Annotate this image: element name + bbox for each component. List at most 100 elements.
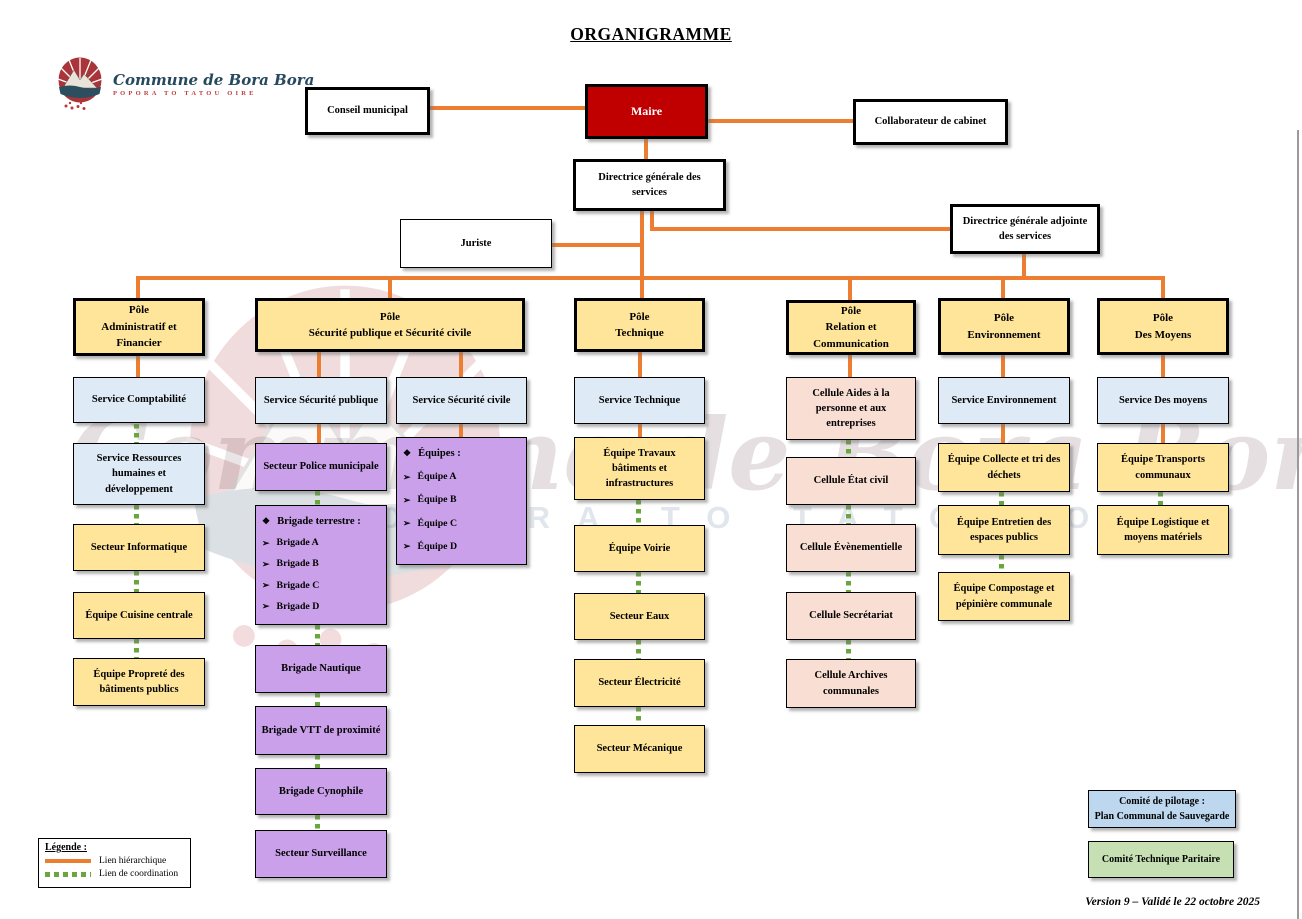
commune-logo: Commune de Bora Bora POPORA TO TATOU OIR… xyxy=(55,57,314,111)
diamond-bullet-icon: ❖ xyxy=(262,516,271,527)
hierarchy-line xyxy=(136,276,1164,280)
hierarchy-line xyxy=(388,276,392,298)
coordination-line xyxy=(315,755,320,768)
coordination-line xyxy=(134,424,139,443)
coordination-line xyxy=(846,572,851,592)
box-equipe-proprete: Équipe Propreté des bâtiments publics xyxy=(73,658,205,706)
box-cellule-archives: Cellule Archives communales xyxy=(786,659,916,708)
box-cellule-secretariat: Cellule Secrétariat xyxy=(786,592,916,640)
coordination-line xyxy=(846,505,851,524)
box-directrice-generale-adjointe: Directrice générale adjointe des service… xyxy=(950,204,1100,254)
box-service-des-moyens: Service Des moyens xyxy=(1097,377,1229,424)
arrow-bullet-icon: ➢ xyxy=(262,580,270,591)
coordination-line xyxy=(636,640,641,659)
list-item: ➢Équipe A xyxy=(403,471,457,483)
coordination-line xyxy=(846,640,851,659)
hierarchy-line xyxy=(1001,355,1005,377)
arrow-bullet-icon: ➢ xyxy=(403,541,411,552)
page-title: ORGANIGRAMME xyxy=(570,24,732,44)
hierarchy-line xyxy=(552,243,643,247)
coordination-line xyxy=(134,571,139,592)
box-equipe-collecte: Équipe Collecte et tri des déchets xyxy=(938,443,1070,492)
hierarchy-line xyxy=(459,352,463,377)
box-brigade-nautique: Brigade Nautique xyxy=(255,645,387,693)
hierarchy-line xyxy=(638,424,642,437)
legend: Légende : Lien hiérarchique Lien de coor… xyxy=(38,838,191,888)
legend-title: Légende : xyxy=(45,842,87,853)
coordination-line xyxy=(134,639,139,658)
list-item: ➢Équipe D xyxy=(403,540,458,552)
box-cellule-aides: Cellule Aides à la personne et aux entre… xyxy=(786,377,916,440)
hierarchy-line xyxy=(1161,424,1165,443)
coordination-line xyxy=(315,693,320,706)
box-equipe-entretien: Équipe Entretien des espaces publics xyxy=(938,505,1070,555)
box-cellule-etat-civil: Cellule État civil xyxy=(786,457,916,505)
list-item: ➢Brigade B xyxy=(262,558,319,570)
hierarchy-line xyxy=(848,355,852,377)
hierarchy-line xyxy=(1161,276,1165,298)
box-comite-technique-paritaire: Comité Technique Paritaire xyxy=(1088,841,1234,878)
box-maire: Maire xyxy=(585,84,708,139)
box-brigade-vtt: Brigade VTT de proximité xyxy=(255,706,387,755)
arrow-bullet-icon: ➢ xyxy=(403,495,411,506)
diamond-bullet-icon: ❖ xyxy=(403,448,412,459)
box-secteur-surveillance: Secteur Surveillance xyxy=(255,830,387,878)
legend-row-coordination: Lien de coordination xyxy=(45,869,184,879)
logo-name: Commune de Bora Bora xyxy=(113,71,315,89)
box-collaborateur-cabinet: Collaborateur de cabinet xyxy=(853,99,1008,145)
list-header: ❖Brigade terrestre : xyxy=(262,516,361,527)
list-header: ❖Équipes : xyxy=(403,448,461,459)
list-item: ➢Brigade A xyxy=(262,537,319,549)
coordination-line xyxy=(999,492,1004,505)
version-text: Version 9 – Validé le 22 octobre 2025 xyxy=(1085,896,1260,908)
box-secteur-eaux: Secteur Eaux xyxy=(574,593,705,640)
box-equipe-voirie: Équipe Voirie xyxy=(574,525,705,572)
hierarchy-line xyxy=(1001,424,1005,443)
legend-row-hierarchique: Lien hiérarchique xyxy=(45,856,184,866)
box-service-environnement: Service Environnement xyxy=(938,377,1070,424)
box-conseil-municipal: Conseil municipal xyxy=(305,87,430,135)
hierarchy-line xyxy=(1001,276,1005,298)
box-service-securite-publique: Service Sécurité publique xyxy=(255,377,387,424)
box-secteur-electricite: Secteur Électricité xyxy=(574,659,705,707)
box-directrice-generale: Directrice générale des services xyxy=(573,159,726,211)
box-equipe-travaux: Équipe Travaux bâtiments et infrastructu… xyxy=(574,437,705,500)
box-equipe-transports: Équipe Transports communaux xyxy=(1097,443,1229,492)
box-service-securite-civile: Service Sécurité civile xyxy=(396,377,527,424)
box-comite-pilotage: Comité de pilotage : Plan Communal de Sa… xyxy=(1088,790,1236,828)
list-item: ➢Équipe C xyxy=(403,517,458,529)
coordination-line xyxy=(636,500,641,525)
coordination-line xyxy=(1158,492,1163,505)
list-item: ➢Équipe B xyxy=(403,494,457,506)
arrow-bullet-icon: ➢ xyxy=(262,601,270,612)
box-secteur-informatique: Secteur Informatique xyxy=(73,524,205,571)
box-equipe-cuisine: Équipe Cuisine centrale xyxy=(73,592,205,639)
hierarchy-line xyxy=(638,352,642,377)
coordination-line xyxy=(636,707,641,725)
hierarchy-line xyxy=(650,227,950,231)
coordination-line xyxy=(134,505,139,524)
list-item: ➢Brigade D xyxy=(262,600,320,612)
hierarchy-line xyxy=(1022,254,1026,279)
box-secteur-mecanique: Secteur Mécanique xyxy=(574,725,705,773)
coordination-line xyxy=(999,555,1004,572)
hierarchy-line xyxy=(317,424,321,443)
box-equipe-logistique: Équipe Logistique et moyens matériels xyxy=(1097,505,1229,555)
list-item: ➢Brigade C xyxy=(262,579,320,591)
hierarchy-line xyxy=(1161,355,1165,377)
box-brigade-cynophile: Brigade Cynophile xyxy=(255,768,387,815)
box-service-comptabilite: Service Comptabilité xyxy=(73,377,205,423)
hierarchy-line xyxy=(430,106,585,110)
logo-tagline: POPORA TO TATOU OIRE xyxy=(113,90,257,97)
box-service-rh: Service Ressources humaines et développe… xyxy=(73,443,205,505)
box-service-technique: Service Technique xyxy=(574,377,705,424)
hierarchy-line xyxy=(136,356,140,377)
hierarchy-line xyxy=(459,424,463,437)
box-equipes-list: ❖Équipes : ➢Équipe A ➢Équipe B ➢Équipe C… xyxy=(396,437,527,565)
